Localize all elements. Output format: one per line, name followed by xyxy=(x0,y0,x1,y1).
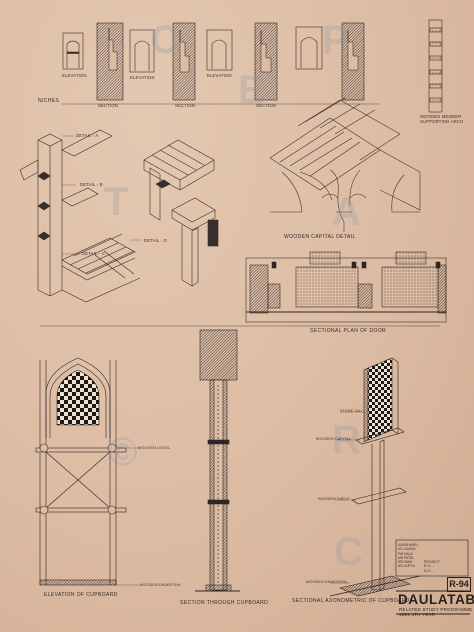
isometric-column-assembly xyxy=(19,129,141,303)
watermark-p: P xyxy=(322,18,349,62)
label-elevation-cupboard: ELEVATION OF CUPBOARD xyxy=(44,592,118,598)
isometric-floor-boards xyxy=(143,139,215,221)
label-niche-elevation-2: ELEVATION xyxy=(130,75,155,80)
label-wooden-dharotha-2: WOODEN DHAROTHA xyxy=(306,580,347,584)
label-niche-section-2: SECTION xyxy=(175,103,196,108)
label-niches: NICHES xyxy=(38,98,60,104)
pointer-lines xyxy=(62,135,142,255)
niche-elevation-2 xyxy=(129,29,155,73)
watermark-c2: C xyxy=(334,530,363,574)
credits-line: KK LAKHIA xyxy=(398,547,416,552)
sheet-number: R-94 xyxy=(447,577,471,592)
label-sectional-plan-door: SECTIONAL PLAN OF DOOR xyxy=(310,328,387,334)
label-detail-a: DETAIL - A xyxy=(76,133,99,138)
wooden-capital-drawing xyxy=(269,97,421,232)
label-wooden-capital-detail: WOODEN CAPITAL DETAIL xyxy=(284,234,356,240)
niche-section-4 xyxy=(341,22,365,101)
credits-line: SRI RAM xyxy=(398,560,413,565)
watermark-t: T xyxy=(104,180,129,224)
credits-line: MS PATEL xyxy=(398,555,415,560)
niche-elevation-1 xyxy=(62,32,84,70)
niche-section-1 xyxy=(96,22,124,101)
watermark-a: A xyxy=(332,190,361,234)
niche-elevation-4 xyxy=(295,26,323,70)
cupboard-section xyxy=(195,329,240,592)
label-niche-section-3: SECTION xyxy=(256,103,277,108)
watermark-c: C xyxy=(150,18,179,62)
project-name: N. K. ... xyxy=(424,568,436,573)
label-supporting-arch: SUPPORTING ARCH xyxy=(420,119,464,124)
watermark-copyright: © xyxy=(108,430,138,474)
drawing-title: DAULATABAD xyxy=(398,592,474,607)
label-wooden-shelf: WOODEN SHELF xyxy=(318,497,350,501)
niche-section-3 xyxy=(254,22,278,101)
project-label: PROJECT xyxy=(424,560,440,564)
label-niche-elevation-1: ELEVATION xyxy=(62,73,87,78)
label-wooden-dharotha-1: WOODEN DHAROTHA xyxy=(140,583,181,587)
label-wooden-capital: WOODEN CAPITAL xyxy=(316,437,352,441)
title-block-project: PROJECT R. K. ... N. K. ... xyxy=(424,560,446,573)
title-block-credits: KANSHAHEL KK LAKHIA PM KALA MS PATEL SRI… xyxy=(398,543,446,569)
niche-section-2 xyxy=(172,22,196,101)
label-detail-b: DETAIL - B xyxy=(80,182,103,187)
niche-elevation-3 xyxy=(206,29,233,71)
label-stone-jali: STONE JALI xyxy=(340,409,363,413)
label-niche-section-1: SECTION xyxy=(98,103,119,108)
label-detail-d: DETAIL - D xyxy=(144,238,167,243)
project-name: R. K. ... xyxy=(424,564,436,569)
credits-heading: KANSHAHEL xyxy=(398,543,419,547)
isometric-column-lower xyxy=(171,197,219,287)
credits-line: AS GUPTA xyxy=(398,564,415,569)
cupboard-axonometric xyxy=(329,357,421,597)
label-wooden-lintel: WOODEN LINTEL xyxy=(138,446,171,450)
label-niche-elevation-3: ELEVATION xyxy=(207,73,232,78)
label-sectional-axonometric: SECTIONAL AXONOMETRIC OF CUPBOARD xyxy=(292,598,410,604)
drawing-subtitle: RELATED STUDY PROGRAMME 1991 4TH YEAR xyxy=(399,607,473,617)
label-detail-c: DETAIL - C xyxy=(82,251,105,256)
label-section-cupboard: SECTION THROUGH CUPBOARD xyxy=(180,600,269,606)
credits-line: PM KALA xyxy=(398,551,413,556)
watermark-e: E xyxy=(238,68,265,112)
wooden-member-column xyxy=(428,19,443,113)
label-wooden-member: WOODEN MEMBER xyxy=(420,114,462,119)
sectional-plan-door xyxy=(245,251,447,323)
watermark-r: R xyxy=(332,418,361,462)
cupboard-elevation xyxy=(35,357,140,586)
